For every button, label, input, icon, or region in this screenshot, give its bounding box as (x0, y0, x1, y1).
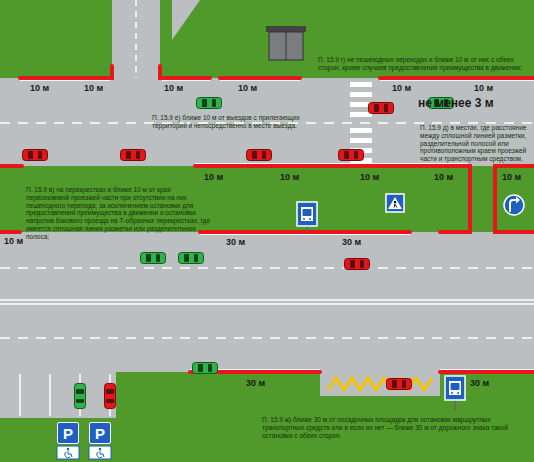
crosswalk-sign (386, 194, 404, 212)
zigzag-marking (328, 378, 432, 390)
bus-shelter (286, 32, 287, 60)
parking-sign: P (57, 422, 79, 444)
island (495, 166, 534, 232)
bus-pocket (320, 372, 440, 396)
bus-stop-sign (445, 376, 465, 410)
bus-stop-sign (297, 202, 317, 232)
center-line (0, 299, 534, 301)
bus-shelter-roof (266, 26, 306, 32)
lane-line (0, 337, 534, 339)
dimension-label: 10 м (392, 83, 411, 94)
no-stop-curb (0, 66, 534, 372)
dimension-label: 10 м (280, 172, 299, 183)
curb-edge (20, 81, 534, 370)
dimension-label: 10 м (238, 83, 257, 94)
rule-note: П. 15.9 в) на перекрестках и ближе 10 м … (26, 186, 214, 241)
sign-letter: P (63, 425, 73, 442)
dimension-label: 10 м (30, 83, 49, 94)
dimension-label: 30 м (470, 378, 489, 389)
cars (23, 98, 454, 409)
rule-note: П. 15.9 д) в местах, где расстояние межд… (420, 124, 530, 163)
dimension-label: 30 м (342, 237, 361, 248)
lane-line (135, 0, 137, 78)
parking (0, 372, 116, 418)
bus-shelter (269, 32, 303, 60)
dimension-label: 10 м (164, 83, 183, 94)
dimension-label: 30 м (246, 378, 265, 389)
distance-label: не менее 3 м (418, 96, 494, 110)
parking-sign: P (89, 422, 111, 444)
lane-line (0, 267, 534, 269)
dimension-label: 10 м (4, 236, 23, 247)
disabled-plate (57, 446, 111, 459)
rule-note: П. 15.9 г) не пешеходных переходах и бли… (318, 56, 530, 72)
rule-note: П. 15.9 ж) ближе 30 м от посадочных площ… (262, 416, 528, 439)
dimension-label: 30 м (226, 237, 245, 248)
side-road (172, 0, 200, 40)
road (0, 232, 534, 372)
parking-lines (20, 374, 110, 416)
turn-right-sign (504, 195, 524, 215)
road (0, 78, 534, 166)
dimension-label: 10 м (360, 172, 379, 183)
dimension-label: 10 м (84, 83, 103, 94)
dimension-label: 10 м (204, 172, 223, 183)
center-line (0, 303, 534, 305)
dimension-label: 10 м (474, 83, 493, 94)
dimension-label: 10 м (434, 172, 453, 183)
dimension-label: 10 м (502, 172, 521, 183)
sign-letter: P (95, 425, 105, 442)
rule-note: П. 15.9 е) ближе 10 м от выездов с приле… (152, 114, 332, 130)
side-road (112, 0, 160, 80)
